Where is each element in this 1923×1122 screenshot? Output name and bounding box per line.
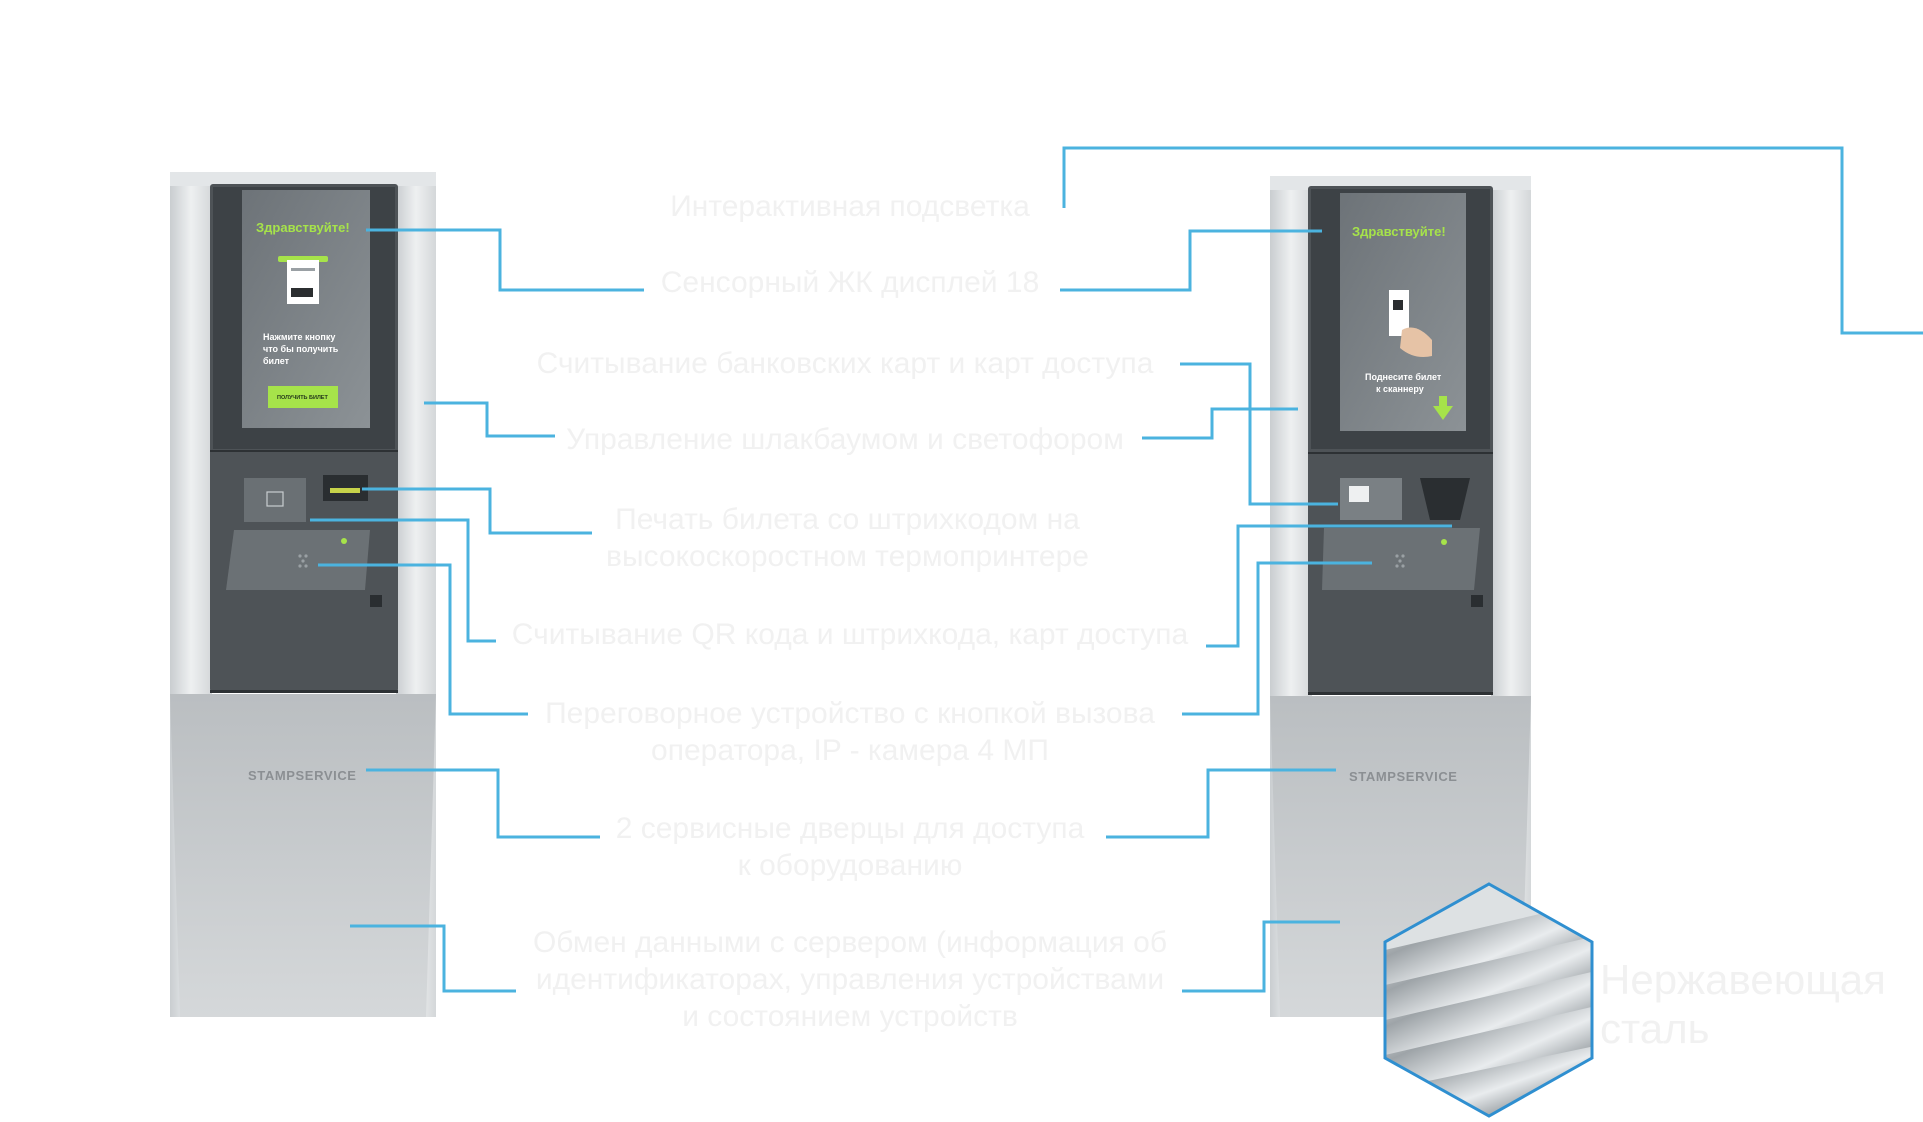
line-barrier-left	[424, 401, 555, 438]
line-server-right	[1182, 920, 1340, 993]
line-qr-right	[1206, 524, 1452, 648]
line-intercom-right	[1182, 561, 1372, 716]
material-label-1: Нержавеющая	[1600, 956, 1886, 1003]
left-base-door	[170, 694, 436, 1017]
callout-ticket-print-1: Печать билета со штрихкодом на	[615, 503, 1080, 536]
left-ticket-icon	[278, 256, 328, 304]
line-qr-left	[310, 518, 496, 643]
line-display-right	[1060, 229, 1322, 292]
right-screen-greeting: Здравствуйте!	[1352, 224, 1446, 239]
callout-touch-display: Сенсорный ЖК дисплей 18	[660, 266, 1040, 299]
line-print	[362, 487, 592, 535]
left-ticket-slot	[330, 488, 360, 493]
left-get-ticket-button[interactable]	[268, 386, 338, 408]
right-brand-logo: STAMPSERVICE	[1349, 769, 1458, 784]
line-doors-left	[366, 768, 600, 839]
line-doors-right	[1106, 768, 1336, 839]
right-speaker-grille-icon	[1395, 554, 1405, 568]
callout-service-doors-2: к оборудованию	[737, 849, 963, 882]
right-hand-ticket-icon	[1389, 290, 1432, 357]
left-card-reader-icon	[244, 478, 306, 522]
callout-barrier-control: Управление шлакбаумом и светофором	[566, 423, 1124, 456]
right-screen-instruction-1: Поднесите билет	[1365, 372, 1442, 382]
left-speaker-grille-icon	[298, 554, 308, 568]
callout-ticket-print-2: высокоскоростном термопринтере	[606, 540, 1089, 573]
callout-server-exchange-1: Обмен данными с сервером (информация об	[532, 926, 1168, 959]
line-intercom-left	[318, 563, 528, 716]
callout-card-reading: Считывание банковских карт и карт доступ…	[536, 347, 1154, 380]
callout-service-doors-1: 2 сервисные дверцы для доступа	[615, 812, 1085, 845]
callout-qr-reading: Считывание QR кода и штрихкода, карт дос…	[511, 618, 1189, 651]
material-label-2: сталь	[1600, 1005, 1710, 1052]
left-screen-greeting: Здравствуйте!	[256, 220, 350, 235]
left-brand-logo: STAMPSERVICE	[248, 768, 357, 783]
line-barrier-right	[1142, 407, 1298, 440]
left-screen-button-label[interactable]: ПОЛУЧИТЬ БИЛЕТ	[277, 395, 328, 401]
line-cards	[1180, 362, 1338, 506]
right-arrow-down-icon	[1433, 396, 1453, 420]
kiosk-left	[170, 172, 436, 1017]
right-screen-instruction-2: к сканнеру	[1376, 384, 1424, 394]
callout-backlight: Интерактивная подсветка	[670, 190, 1030, 223]
line-backlight	[1062, 146, 1923, 335]
left-screen-instruction-3: билет	[263, 356, 290, 366]
left-screen-instruction-2: что бы получить	[263, 344, 339, 354]
callout-intercom-1: Переговорное устройство с кнопкой вызова	[545, 697, 1155, 730]
callout-intercom-2: оператора, IP - камера 4 МП	[651, 734, 1049, 767]
callout-lines	[310, 146, 1923, 993]
callout-server-exchange-3: и состоянием устройств	[682, 1000, 1018, 1033]
line-server-left	[350, 924, 516, 993]
line-display-left	[366, 228, 644, 292]
left-screen-instruction-1: Нажмите кнопку	[263, 332, 335, 342]
callout-server-exchange-2: идентификаторах, управления устройствами	[535, 963, 1165, 996]
